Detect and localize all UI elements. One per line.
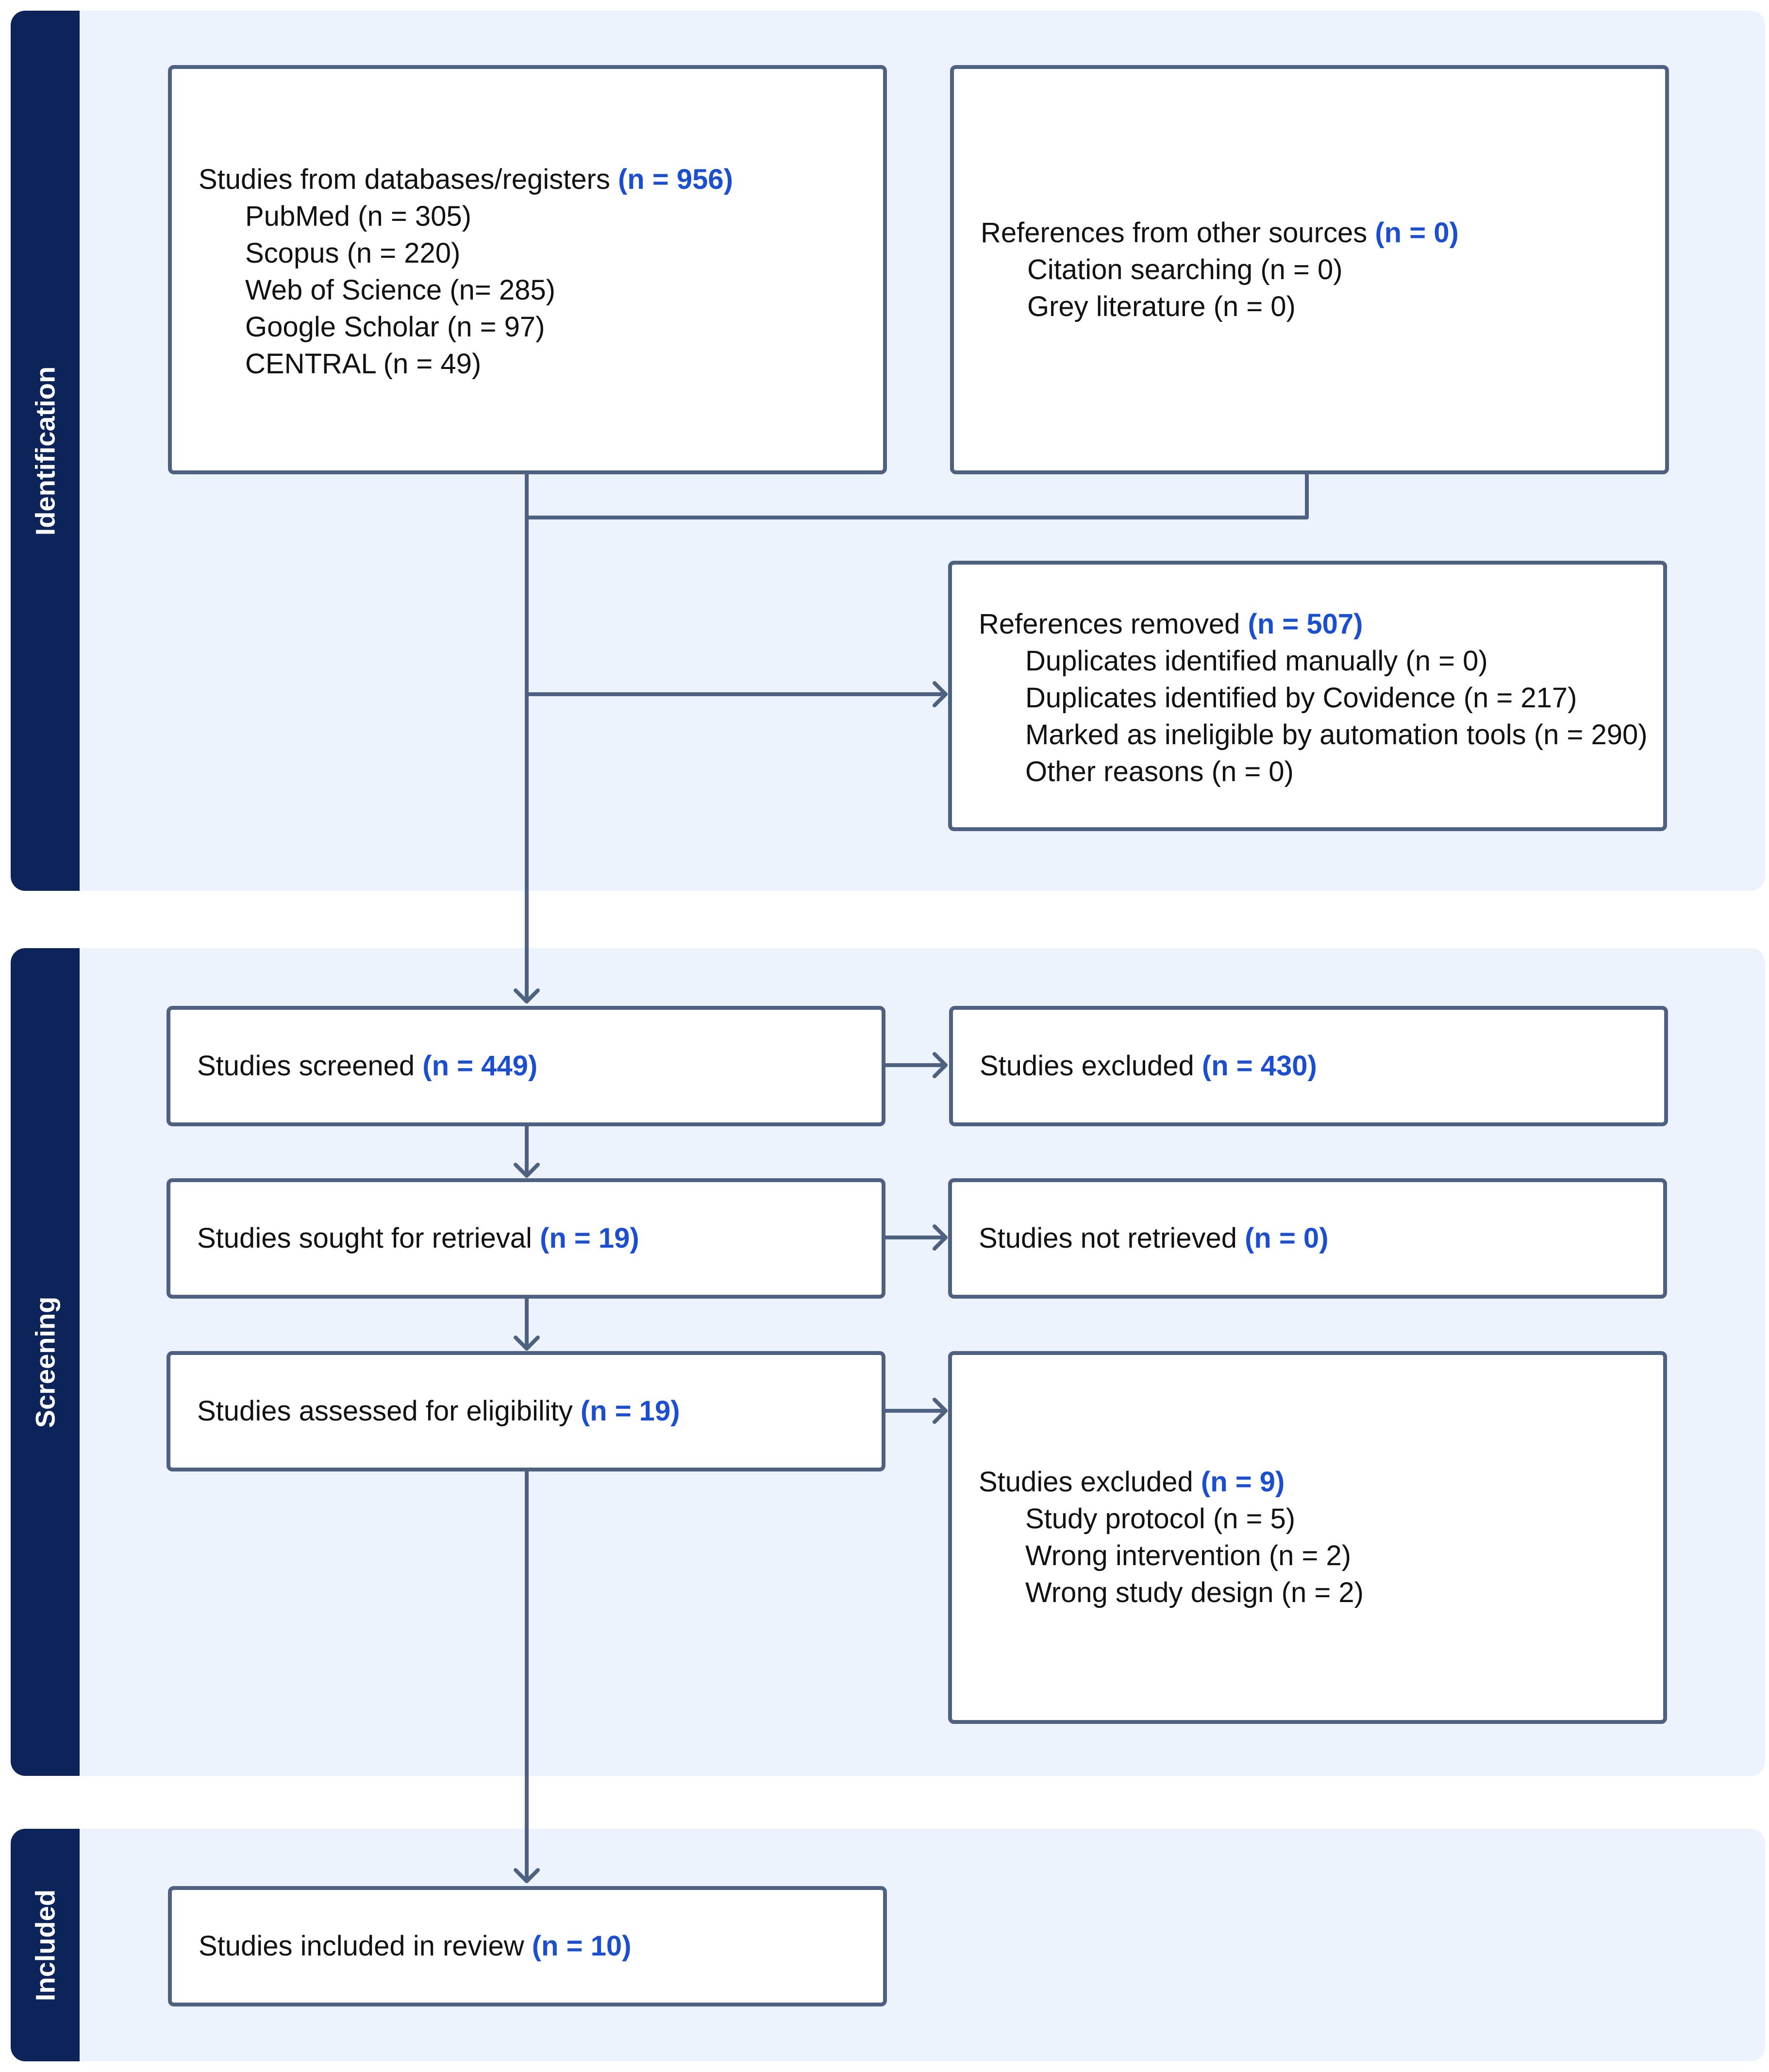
excluded-screen-title: Studies excluded: [980, 1050, 1194, 1082]
other-sources-title: References from other sources (n = 0): [981, 217, 1459, 249]
other-sources-count: (n = 0): [1375, 217, 1459, 249]
included-count: (n = 10): [532, 1930, 632, 1962]
screened-to-sought-arrowhead: [514, 1163, 540, 1178]
databases-item: Google Scholar (n = 97): [245, 311, 545, 343]
included-phase-bar: Included: [11, 1829, 80, 2061]
databases-item: Web of Science (n= 285): [245, 274, 555, 306]
removed-count: (n = 507): [1248, 608, 1363, 640]
excluded-eligibility-item: Study protocol (n = 5): [1025, 1503, 1296, 1535]
sought-to-assessed-arrowhead: [514, 1336, 540, 1351]
other-sources-item: Grey literature (n = 0): [1027, 291, 1296, 322]
assessed-box: Studies assessed for eligibility (n = 19…: [167, 1351, 885, 1471]
other-sources-item: Citation searching (n = 0): [1027, 254, 1343, 285]
excluded-eligibility-count: (n = 9): [1201, 1466, 1285, 1498]
screened-count: (n = 449): [422, 1050, 538, 1082]
sought-to-not-retrieved-arrowhead: [933, 1224, 948, 1251]
sought-title: Studies sought for retrieval: [197, 1222, 532, 1254]
removed-item: Marked as ineligible by automation tools…: [1025, 719, 1648, 751]
other-sources-box: References from other sources (n = 0) Ci…: [950, 65, 1669, 474]
included-title: Studies included in review: [199, 1930, 524, 1962]
sought-count: (n = 19): [540, 1222, 639, 1254]
databases-item: CENTRAL (n = 49): [245, 348, 482, 380]
excluded-eligibility-title: Studies excluded (n = 9): [979, 1466, 1285, 1498]
assessed-title: Studies assessed for eligibility: [197, 1395, 573, 1427]
sought-box: Studies sought for retrieval (n = 19): [167, 1178, 885, 1299]
removed-item: Duplicates identified manually (n = 0): [1025, 645, 1488, 677]
screened-box: Studies screened (n = 449): [167, 1006, 885, 1126]
excluded-eligibility-item: Wrong study design (n = 2): [1025, 1577, 1364, 1608]
assessed-to-included-arrowhead: [514, 1868, 540, 1883]
removed-arrowhead: [933, 681, 948, 707]
included-box: Studies included in review (n = 10): [168, 1886, 887, 2006]
databases-count: (n = 956): [617, 164, 733, 195]
not-retrieved-count: (n = 0): [1245, 1222, 1329, 1254]
databases-item: PubMed (n = 305): [245, 201, 471, 232]
assessed-count: (n = 19): [580, 1395, 680, 1427]
excluded-screen-box: Studies excluded (n = 430): [949, 1006, 1668, 1126]
not-retrieved-title: Studies not retrieved: [979, 1222, 1237, 1254]
identification-phase-bar: Identification: [11, 11, 80, 891]
excluded-eligibility-box: Studies excluded (n = 9) Study protocol …: [948, 1351, 1667, 1724]
databases-box: Studies from databases/registers (n = 95…: [168, 65, 887, 474]
databases-title: Studies from databases/registers (n = 95…: [199, 164, 733, 195]
screened-to-excluded-arrowhead: [933, 1052, 948, 1078]
other-sources-connector: [525, 470, 1309, 519]
databases-item: Scopus (n = 220): [245, 237, 461, 269]
screened-title: Studies screened: [197, 1050, 415, 1082]
excluded-screen-count: (n = 430): [1202, 1050, 1317, 1082]
main-flow-arrowhead: [514, 988, 540, 1003]
removed-box: References removed (n = 507) Duplicates …: [948, 561, 1667, 831]
screening-phase-bar: Screening: [11, 948, 80, 1776]
removed-item: Other reasons (n = 0): [1025, 756, 1294, 787]
not-retrieved-box: Studies not retrieved (n = 0): [948, 1178, 1667, 1299]
removed-title: References removed (n = 507): [979, 608, 1363, 640]
excluded-eligibility-item: Wrong intervention (n = 2): [1025, 1540, 1352, 1571]
removed-item: Duplicates identified by Covidence (n = …: [1025, 682, 1577, 714]
assessed-to-excluded-arrowhead: [933, 1398, 948, 1424]
